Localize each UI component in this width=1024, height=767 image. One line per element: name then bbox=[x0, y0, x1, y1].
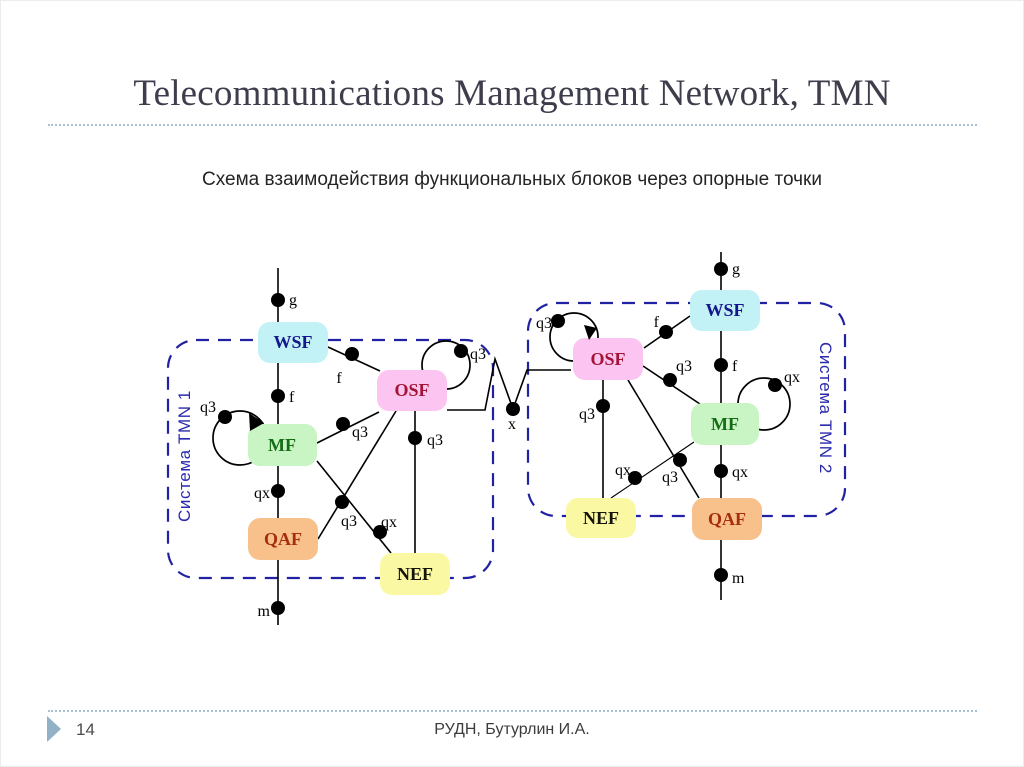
system-tmn1-blocks: WSF MF QAF OSF NEF bbox=[248, 322, 450, 595]
mf1-loop-arrowhead-icon bbox=[249, 413, 264, 431]
osf-block bbox=[573, 338, 643, 380]
system-tmn2-blocks: WSF OSF MF QAF NEF bbox=[566, 290, 762, 540]
ref-dot-m2 bbox=[714, 568, 728, 582]
footer-triangle-icon bbox=[47, 716, 61, 742]
nef-block bbox=[566, 498, 636, 538]
ref-dot-q3-osf2-nef2 bbox=[596, 399, 610, 413]
slide-subtitle: Схема взаимодействия функциональных блок… bbox=[202, 169, 822, 190]
wsf-block-label: WSF bbox=[273, 332, 312, 352]
ref-dot-qx1 bbox=[271, 484, 285, 498]
line-osf1-osf2-x-link bbox=[447, 356, 571, 412]
osf-block bbox=[377, 370, 447, 411]
ref-label-m: m bbox=[258, 603, 271, 620]
ref-label-qx: qx bbox=[784, 369, 800, 386]
ref-label-q3: q3 bbox=[676, 358, 692, 375]
ref-label-q3: q3 bbox=[352, 424, 368, 441]
wsf-block bbox=[258, 322, 328, 363]
system-tmn1-ref-labels: g f f q3 q3 q3 q3 qx q3 qx m bbox=[200, 292, 486, 620]
wsf-block-label: WSF bbox=[705, 300, 744, 320]
ref-dot-f1b bbox=[271, 389, 285, 403]
ref-dot-q3-osf2-loop bbox=[551, 314, 565, 328]
ref-label-q3: q3 bbox=[662, 469, 678, 486]
footer-separator-line bbox=[48, 710, 977, 712]
ref-dot-q3-osf2-mf2 bbox=[663, 373, 677, 387]
line-mf-nef bbox=[316, 460, 392, 554]
ref-dot-q3-osf1-nef1 bbox=[408, 431, 422, 445]
ref-dot-f2b bbox=[714, 358, 728, 372]
line-mf-nef bbox=[610, 441, 695, 499]
ref-label-q3: q3 bbox=[341, 513, 357, 530]
mf-block bbox=[691, 403, 759, 445]
ref-label-g: g bbox=[732, 261, 740, 278]
ref-label-f: f bbox=[654, 314, 660, 331]
ref-label-m: m bbox=[732, 570, 745, 587]
ref-label-f: f bbox=[289, 389, 295, 406]
osf2-loop-arrowhead-icon bbox=[584, 325, 597, 340]
ref-dot-q3-mf1-loop bbox=[218, 410, 232, 424]
ref-label-qx: qx bbox=[615, 462, 631, 479]
ref-label-q3: q3 bbox=[200, 399, 216, 416]
ref-dot-m1 bbox=[271, 601, 285, 615]
ref-dot-g1 bbox=[271, 293, 285, 307]
ref-label-x: x bbox=[508, 416, 516, 433]
ref-dot-x bbox=[506, 402, 520, 416]
ref-label-f: f bbox=[732, 358, 738, 375]
footer-credit: РУДН, Бутурлин И.А. bbox=[434, 721, 590, 738]
ref-dot-qx-mf2-nef2 bbox=[628, 471, 642, 485]
ref-label-q3: q3 bbox=[579, 406, 595, 423]
system-tmn2-label: Система TMN 2 bbox=[816, 342, 835, 474]
qaf-block-label: QAF bbox=[264, 529, 302, 549]
ref-label-g: g bbox=[289, 292, 297, 309]
nef-block-label: NEF bbox=[583, 508, 619, 528]
qaf-block-label: QAF bbox=[708, 509, 746, 529]
osf-block-label: OSF bbox=[590, 349, 625, 369]
ref-dot-q3-osf1-loop bbox=[454, 344, 468, 358]
ref-dot-q3-osf2-qaf2 bbox=[673, 453, 687, 467]
ref-dot-qx-mf1-nef1 bbox=[373, 525, 387, 539]
ref-label-q3: q3 bbox=[470, 346, 486, 363]
ref-dot-q3-qaf1-osf1 bbox=[335, 495, 349, 509]
system-tmn2-ref-labels: g f f q3 q3 q3 q3 qx qx qx m bbox=[536, 261, 800, 587]
reference-point-dots bbox=[218, 262, 782, 615]
system-tmn1-border bbox=[166, 338, 495, 580]
system-tmn1-label: Система TMN 1 bbox=[175, 390, 194, 522]
system-tmn2-border bbox=[526, 301, 847, 518]
line-osf-qaf bbox=[627, 379, 700, 499]
slide-title: Telecommunications Management Network, T… bbox=[133, 73, 891, 114]
ref-dot-qx-mf2-loop bbox=[768, 378, 782, 392]
ref-dot-f2a bbox=[659, 325, 673, 339]
ref-dot-f1a bbox=[345, 347, 359, 361]
wsf-block bbox=[690, 290, 760, 331]
osf-block-label: OSF bbox=[394, 380, 429, 400]
page-number: 14 bbox=[76, 720, 95, 739]
ref-label-qx: qx bbox=[732, 464, 748, 481]
mf-block bbox=[248, 424, 317, 466]
nef-block-label: NEF bbox=[397, 564, 433, 584]
mf-block-label: MF bbox=[711, 414, 739, 434]
ref-label-qx: qx bbox=[381, 514, 397, 531]
qaf-block bbox=[248, 518, 318, 560]
ref-dot-qx2 bbox=[714, 464, 728, 478]
ref-dot-q3-mf1-osf1 bbox=[336, 417, 350, 431]
ref-label-q3: q3 bbox=[427, 432, 443, 449]
tmn-diagram: WSF MF QAF OSF NEF WSF OSF MF QAF NEF bbox=[166, 252, 847, 625]
title-separator-line bbox=[48, 124, 977, 126]
ref-label-qx: qx bbox=[254, 485, 270, 502]
qaf-block bbox=[692, 498, 762, 540]
nef-block bbox=[380, 553, 450, 595]
line-qaf-osf bbox=[317, 410, 397, 540]
ref-label-f: f bbox=[336, 370, 342, 387]
ref-label-q3: q3 bbox=[536, 315, 552, 332]
ref-dot-g2 bbox=[714, 262, 728, 276]
mf-block-label: MF bbox=[268, 435, 296, 455]
